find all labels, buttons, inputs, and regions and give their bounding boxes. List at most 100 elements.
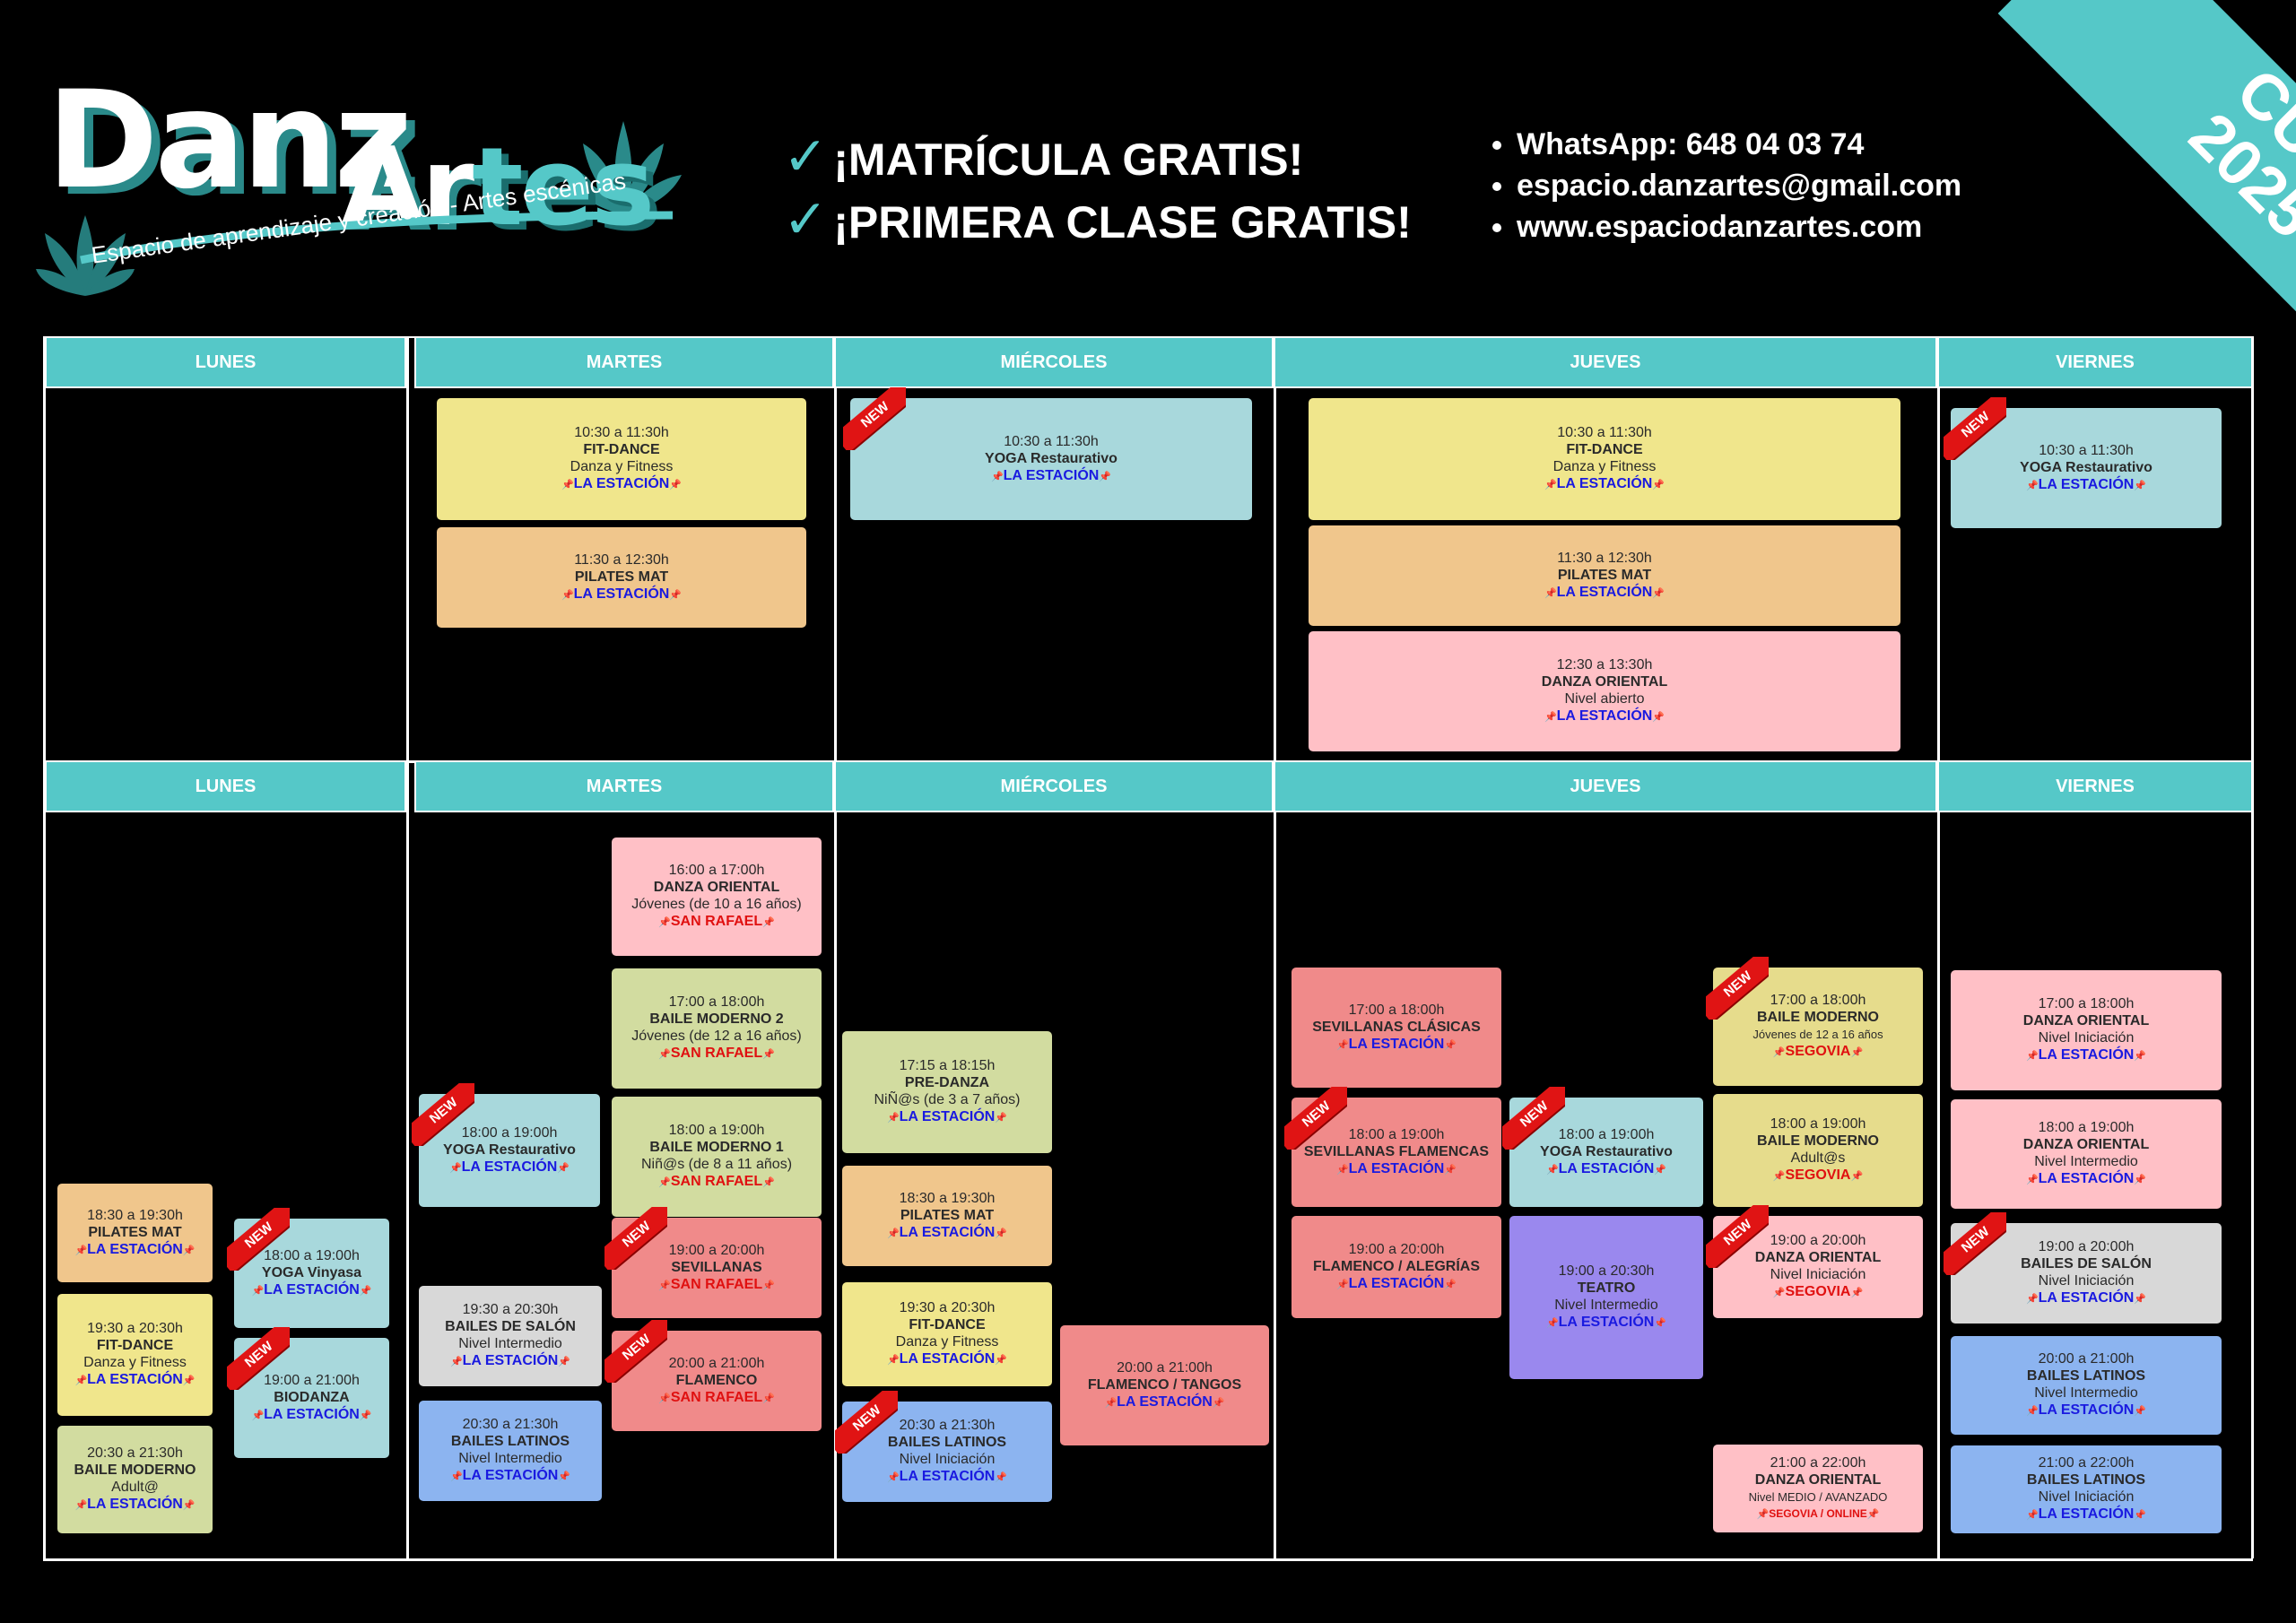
class-title: SEVILLANAS	[671, 1259, 762, 1275]
new-badge: NEW	[1706, 1205, 1769, 1268]
class-title: TEATRO	[1577, 1280, 1636, 1296]
class-time: 18:00 a 19:00h	[668, 1123, 765, 1138]
class-title: YOGA Restaurativo	[443, 1141, 576, 1158]
class-subtitle: Adult@s	[1790, 1150, 1846, 1166]
class-location: LA ESTACIÓN	[561, 586, 682, 604]
class-title: FLAMENCO / TANGOS	[1087, 1376, 1242, 1393]
class-time: 18:00 a 19:00h	[1770, 1116, 1866, 1132]
grid-line	[1937, 760, 1940, 1558]
class-title: BAILE MODERNO	[1757, 1010, 1879, 1025]
class-location: LA ESTACIÓN	[2026, 1402, 2146, 1420]
class-time: 20:30 a 21:30h	[462, 1417, 559, 1432]
class-title: FIT-DANCE	[96, 1338, 174, 1353]
grid-line	[834, 336, 837, 760]
logo-word-danz: Danz	[47, 63, 413, 219]
class-location: LA ESTACIÓN	[1544, 475, 1665, 494]
class-location: LA ESTACIÓN	[1336, 1036, 1457, 1055]
contact-whatsapp[interactable]: WhatsApp: 648 04 03 74	[1517, 124, 1961, 165]
class-title: SEVILLANAS CLÁSICAS	[1312, 1019, 1481, 1035]
contact-website[interactable]: www.espaciodanzartes.com	[1517, 206, 1961, 247]
day-header-lunes: LUNES	[45, 760, 406, 812]
class-time: 10:30 a 11:30h	[1004, 433, 1099, 449]
class-subtitle: Danza y Fitness	[1552, 459, 1657, 474]
class-title: DANZA ORIENTAL	[2022, 1013, 2150, 1028]
class-time: 18:00 a 19:00h	[1348, 1126, 1445, 1142]
grid-line	[2251, 760, 2254, 1558]
class-subtitle: Nivel Iniciación	[1770, 1267, 1866, 1282]
class-subtitle: Jóvenes de 12 a 16 años	[1752, 1028, 1883, 1041]
class-title: YOGA Vinyasa	[261, 1264, 362, 1280]
class-title: PRE-DANZA	[904, 1075, 990, 1090]
class-title: PILATES MAT	[900, 1207, 995, 1223]
class-subtitle: Nivel Iniciación	[2038, 1273, 2135, 1289]
class-location: LA ESTACIÓN	[1336, 1160, 1457, 1179]
class-location: LA ESTACIÓN	[2026, 1046, 2146, 1065]
class-time: 11:30 a 12:30h	[574, 551, 669, 568]
class-location: LA ESTACIÓN	[251, 1406, 371, 1425]
class-title: BAILES DE SALÓN	[2021, 1256, 2152, 1271]
class-subtitle: Nivel Intermedio	[458, 1336, 562, 1351]
class-title: DANZA ORIENTAL	[1541, 674, 1668, 690]
day-header-jueves: JUEVES	[1274, 760, 1937, 812]
class-time: 10:30 a 11:30h	[574, 425, 669, 440]
class-location: SAN RAFAEL	[658, 1276, 775, 1295]
class-location: SEGOVIA	[1773, 1167, 1863, 1185]
lotus-icon-left	[36, 215, 135, 296]
class-title: DANZA ORIENTAL	[653, 880, 780, 895]
class-location: LA ESTACIÓN	[887, 1224, 1007, 1243]
class-location: LA ESTACIÓN	[561, 475, 682, 494]
logo-tes: tes	[472, 126, 655, 250]
class-card[interactable]: 20:00 a 21:00hFLAMENCOSAN RAFAEL	[612, 1331, 822, 1431]
grid-line	[43, 760, 46, 1558]
day-header-viernes: VIERNES	[1937, 760, 2253, 812]
class-location: LA ESTACIÓN	[74, 1241, 195, 1260]
class-time: 18:00 a 19:00h	[461, 1124, 558, 1141]
new-badge: NEW	[1944, 1212, 2006, 1275]
new-badge: NEW	[227, 1208, 290, 1271]
class-time: 18:00 a 19:00h	[1558, 1126, 1655, 1142]
class-subtitle: Nivel Intermedio	[2034, 1154, 2138, 1169]
class-subtitle: Nivel Iniciación	[2038, 1030, 2135, 1046]
day-header-viernes: VIERNES	[1937, 336, 2253, 388]
contact-email[interactable]: espacio.danzartes@gmail.com	[1517, 165, 1961, 206]
class-title: PILATES MAT	[574, 568, 669, 585]
contact-list: WhatsApp: 648 04 03 74 espacio.danzartes…	[1484, 124, 1961, 247]
class-title: FIT-DANCE	[909, 1317, 986, 1332]
class-location: LA ESTACIÓN	[1544, 707, 1665, 726]
grid-line	[1937, 336, 1940, 760]
class-location: LA ESTACIÓN	[251, 1281, 371, 1300]
grid-line	[1274, 760, 1276, 1558]
grid-line	[43, 336, 46, 760]
